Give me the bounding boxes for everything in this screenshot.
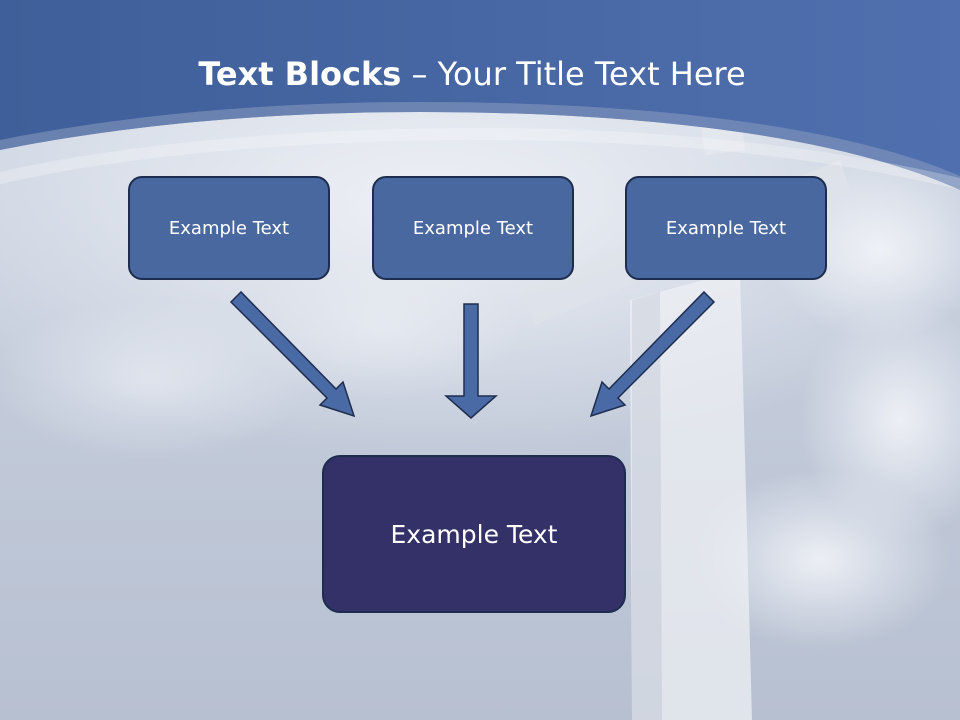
text-block-2: Example Text (372, 176, 574, 280)
text-block-1: Example Text (128, 176, 330, 280)
title-bold: Text Blocks (198, 55, 402, 93)
title-dash: – (401, 55, 438, 93)
text-block-main: Example Text (322, 455, 626, 613)
title-rest: Your Title Text Here (437, 55, 746, 93)
slide-title: Text Blocks – Your Title Text Here (0, 52, 944, 96)
text-block-3: Example Text (625, 176, 827, 280)
